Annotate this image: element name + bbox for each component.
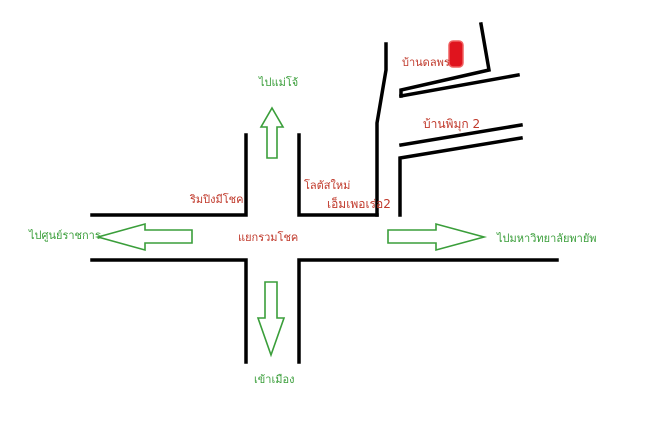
road-north-east-edge xyxy=(297,133,379,217)
to-mae-jo-label: ไปแม่โจ้ xyxy=(259,76,299,89)
soi-branch-middle xyxy=(398,122,524,148)
road-south-west-edge xyxy=(90,258,248,364)
side-roads xyxy=(375,21,524,217)
soi-top-edge xyxy=(399,21,492,98)
house-phimuk2-label: บ้านพิมุก 2 xyxy=(423,117,481,131)
road-south-east-edge xyxy=(297,258,559,364)
arrow-right-icon xyxy=(387,222,488,252)
soi-branch-upper xyxy=(398,72,521,99)
to-government-center-label: ไปศูนย์ราชการ xyxy=(29,229,101,242)
soi-east-edge xyxy=(398,135,524,217)
house-marker-icon xyxy=(448,40,464,68)
to-city-label: เข้าเมือง xyxy=(254,373,295,386)
house-dolaporn-label: บ้านดลพร xyxy=(402,56,450,69)
crossroad xyxy=(90,133,559,364)
rim-ping-mee-chok-label: ริมปิงมีโชค xyxy=(190,193,244,206)
lotus-new-label: โลตัสใหม่ xyxy=(304,179,351,192)
arrow-up-icon xyxy=(259,106,285,159)
intersection-label: แยกรวมโชค xyxy=(238,231,299,244)
soi-west-edge xyxy=(375,42,388,217)
arrow-left-icon xyxy=(94,222,193,252)
arrow-down-icon xyxy=(256,281,286,358)
to-payap-university-label: ไปมหาวิทยาลัยพายัพ xyxy=(497,232,597,245)
road-north-west-edge xyxy=(90,133,248,217)
mpro2-label: เอ็มเพอเร่อ2 xyxy=(327,197,391,211)
